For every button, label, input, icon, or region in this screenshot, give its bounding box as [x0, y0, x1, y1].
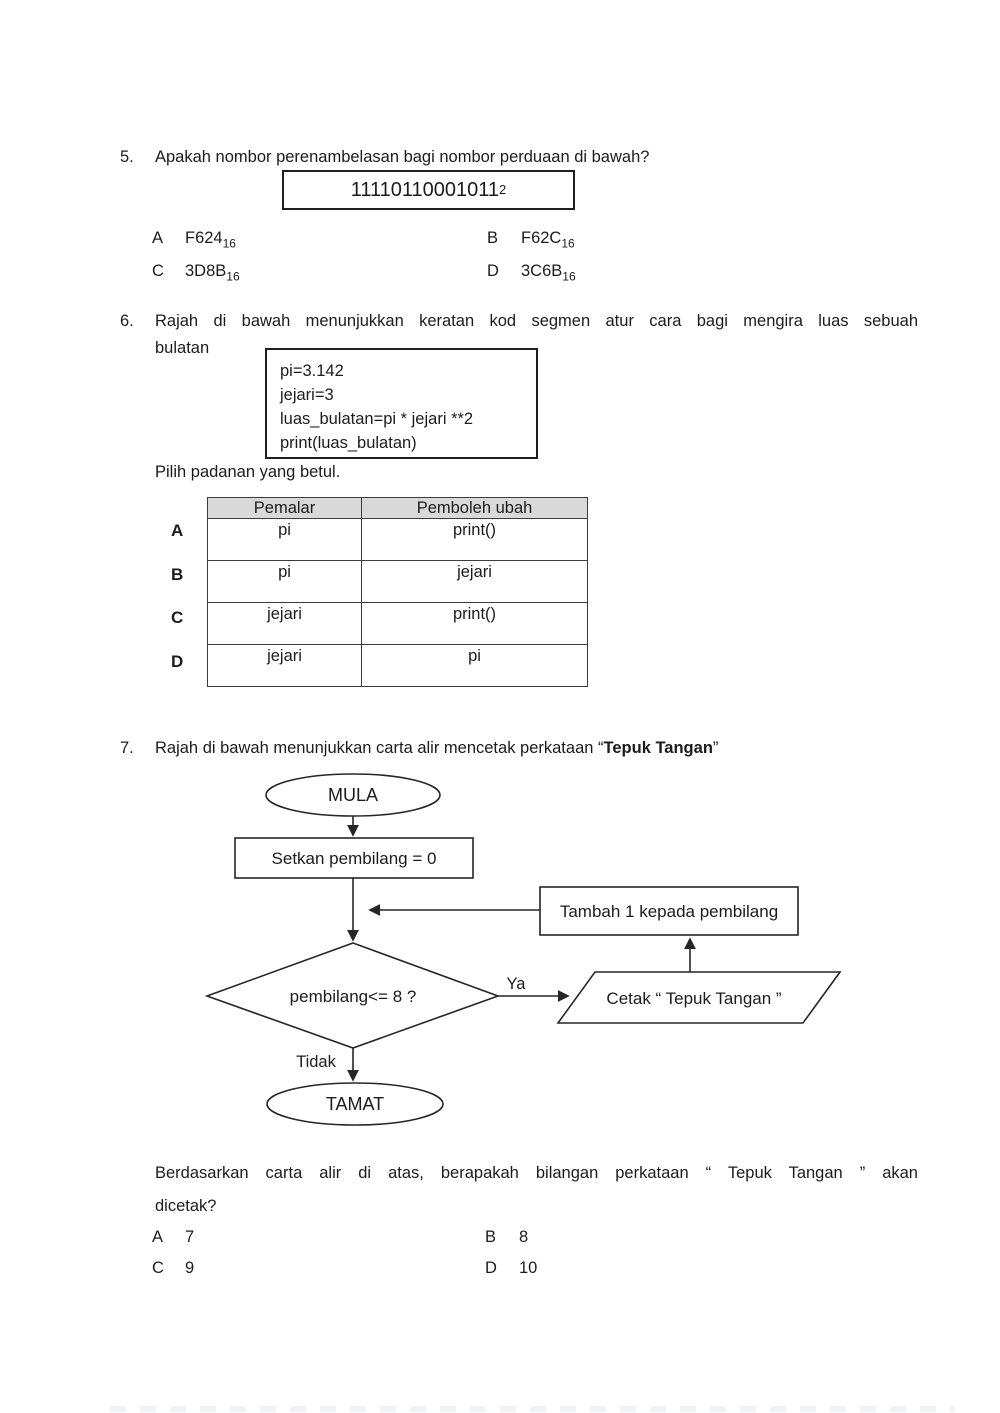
q5-option-a-text: F624 — [185, 229, 223, 247]
q7-option-c-value: 9 — [185, 1259, 195, 1277]
q7-option-d-label: D — [485, 1259, 497, 1277]
q7-option-b-label: B — [485, 1228, 497, 1246]
cell-c-pemboleh-ubah: print() — [361, 602, 588, 645]
q5-option-b-text: F62C — [521, 229, 562, 247]
q5-question: Apakah nombor perenambelasan bagi nombor… — [155, 148, 650, 166]
q5-option-b-value: F62C16 — [521, 229, 575, 251]
q5-option-a-base: 16 — [222, 236, 236, 251]
q5-option-b-base: 16 — [561, 236, 575, 251]
q5-number: 5. — [120, 148, 134, 166]
cell-a-pemalar: pi — [207, 518, 362, 561]
cell-b-pemboleh-ubah: jejari — [361, 560, 588, 603]
cell-b-pemalar: pi — [207, 560, 362, 603]
q7-question-prefix: Rajah di bawah menunjukkan carta alir me… — [155, 739, 604, 757]
table-row: jejari pi — [207, 644, 588, 687]
q7-subquestion-line2: dicetak? — [155, 1197, 217, 1215]
flow-yes-label: Ya — [507, 975, 527, 993]
flow-end-label: TAMAT — [326, 1094, 384, 1114]
table-row: jejari print() — [207, 602, 588, 645]
q6-row-label-d: D — [171, 652, 184, 671]
cell-c-pemalar: jejari — [207, 602, 362, 645]
table-row: pi print() — [207, 518, 588, 561]
flow-decision-label: pembilang<= 8 ? — [290, 987, 417, 1006]
q7-question-suffix: ” — [712, 739, 719, 757]
code-line-3: luas_bulatan=pi * jejari **2 — [280, 410, 474, 428]
table-header-pemboleh-ubah: Pemboleh ubah — [361, 497, 588, 519]
q7-option-a-value: 7 — [185, 1228, 195, 1246]
table-header-row: Pemalar Pemboleh ubah — [207, 497, 588, 519]
q5-option-c-text: 3D8B — [185, 262, 227, 280]
q7-question: Rajah di bawah menunjukkan carta alir me… — [155, 738, 718, 758]
code-line-4: print(luas_bulatan) — [280, 434, 417, 452]
q7-option-d-value: 10 — [519, 1259, 538, 1277]
flow-no-label: Tidak — [296, 1053, 336, 1071]
q6-question-line2: bulatan — [155, 339, 210, 357]
q6-row-label-a: A — [171, 521, 184, 540]
cell-d-pemboleh-ubah: pi — [361, 644, 588, 687]
q5-option-d-text: 3C6B — [521, 262, 563, 280]
flow-start-label: MULA — [328, 785, 378, 805]
q6-code-box: pi=3.142 jejari=3 luas_bulatan=pi * jeja… — [265, 348, 538, 459]
flow-increment-process — [539, 886, 799, 936]
q6-number: 6. — [120, 312, 134, 330]
q7-number: 7. — [120, 739, 134, 757]
q5-option-a-value: F62416 — [185, 229, 236, 251]
q7-option-c-label: C — [152, 1259, 164, 1277]
q5-option-c-value: 3D8B16 — [185, 262, 240, 284]
flow-init-label: Setkan pembilang = 0 — [272, 849, 437, 868]
q6-match-table: Pemalar Pemboleh ubah pi print() pi jeja… — [207, 497, 588, 687]
cut-off-text-artifact — [110, 1406, 955, 1412]
q5-option-c-base: 16 — [226, 269, 240, 284]
flow-end-terminator — [266, 1082, 444, 1126]
q6-row-label-c: C — [171, 608, 184, 627]
q7-flowchart: MULA Setkan pembilang = 0 Tambah 1 kepad… — [204, 773, 842, 1126]
cell-d-pemalar: jejari — [207, 644, 362, 687]
q5-option-d-value: 3C6B16 — [521, 262, 576, 284]
q7-option-a-label: A — [152, 1228, 164, 1246]
table-row: pi jejari — [207, 560, 588, 603]
q7-option-b-value: 8 — [519, 1228, 529, 1246]
q5-option-a-label: A — [152, 229, 164, 247]
code-line-1: pi=3.142 — [280, 362, 344, 380]
code-line-2: jejari=3 — [280, 386, 334, 404]
flow-output-label: Cetak “ Tepuk Tangan ” — [606, 989, 781, 1008]
q7-question-bold: Tepuk Tangan — [603, 739, 713, 757]
flow-output-parallelogram — [556, 971, 842, 1024]
q5-option-d-label: D — [487, 262, 499, 280]
q6-row-label-b: B — [171, 565, 184, 584]
q5-binary-value: 11110110001011 — [350, 178, 500, 201]
q6-question-line1: Rajah di bawah menunjukkan keratan kod s… — [155, 312, 918, 330]
cell-a-pemboleh-ubah: print() — [361, 518, 588, 561]
q6-instruction: Pilih padanan yang betul. — [155, 463, 341, 481]
flow-increment-label: Tambah 1 kepada pembilang — [560, 902, 778, 921]
table-header-pemalar: Pemalar — [207, 497, 362, 519]
flow-init-process — [234, 837, 474, 879]
q5-option-d-base: 16 — [562, 269, 576, 284]
q5-option-c-label: C — [152, 262, 164, 280]
q5-option-b-label: B — [487, 229, 499, 247]
q7-subquestion-line1: Berdasarkan carta alir di atas, berapaka… — [155, 1164, 918, 1182]
